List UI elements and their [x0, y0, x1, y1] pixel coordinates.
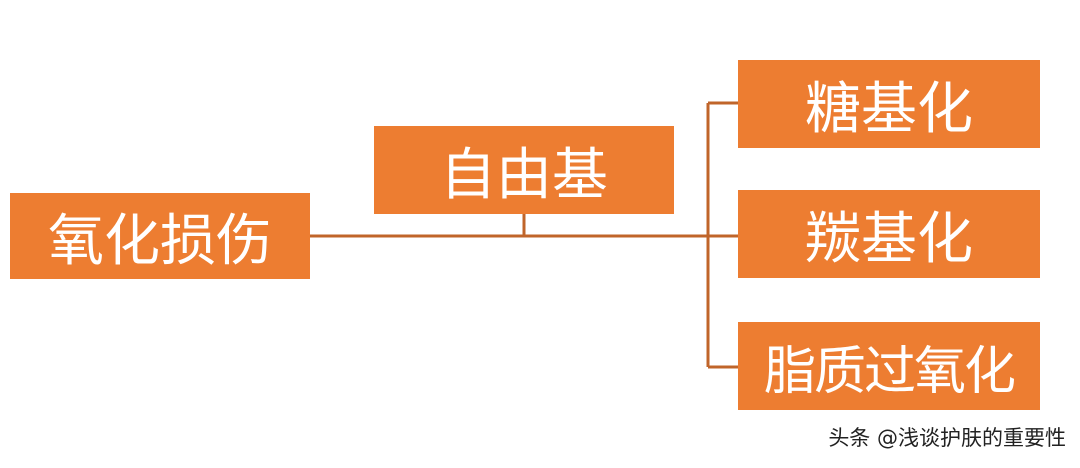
- root-node-oxidative-damage: 氧化损伤: [10, 193, 310, 279]
- leaf-node-glycation: 糖基化: [738, 60, 1040, 148]
- leaf-node-label: 羰基化: [805, 206, 973, 272]
- watermark-text: 头条 @浅谈护肤的重要性: [828, 426, 1066, 450]
- leaf-node-lipid-peroxidation: 脂质过氧化: [738, 322, 1040, 410]
- leaf-node-carbonylation: 羰基化: [738, 190, 1040, 278]
- root-node-label: 氧化损伤: [48, 208, 272, 274]
- middle-node-free-radicals: 自由基: [374, 126, 674, 214]
- leaf-node-label: 脂质过氧化: [763, 341, 1016, 402]
- middle-node-label: 自由基: [440, 142, 608, 208]
- leaf-node-label: 糖基化: [805, 76, 973, 142]
